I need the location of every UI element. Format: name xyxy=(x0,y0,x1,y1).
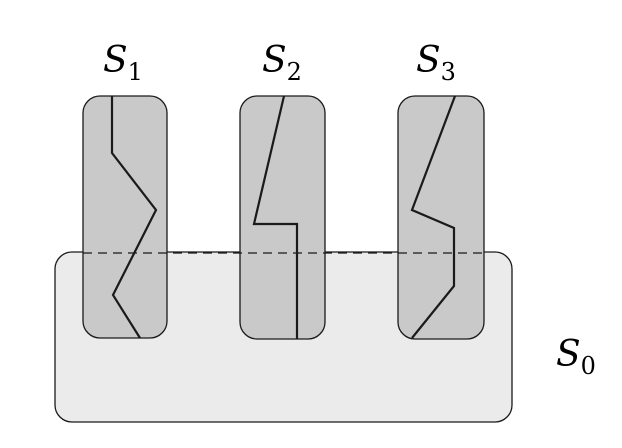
label-s3-index: 3 xyxy=(441,58,456,86)
label-s1-symbol: S xyxy=(103,40,128,81)
label-s2-index: 2 xyxy=(287,58,302,86)
label-s2-symbol: S xyxy=(262,40,287,81)
label-s0-symbol: S xyxy=(556,334,581,375)
strip-s3 xyxy=(397,95,485,340)
label-s3: S3 xyxy=(416,40,456,86)
label-s0: S0 xyxy=(556,334,596,380)
path-s1 xyxy=(110,96,158,339)
strip-s1 xyxy=(82,95,168,339)
path-s3 xyxy=(410,95,457,339)
label-s1-index: 1 xyxy=(128,58,143,86)
label-s2: S2 xyxy=(262,40,302,86)
label-s3-symbol: S xyxy=(416,40,441,81)
strip-s2 xyxy=(239,95,326,340)
path-s2 xyxy=(252,95,299,339)
label-s0-index: 0 xyxy=(581,352,596,380)
label-s1: S1 xyxy=(103,40,143,86)
